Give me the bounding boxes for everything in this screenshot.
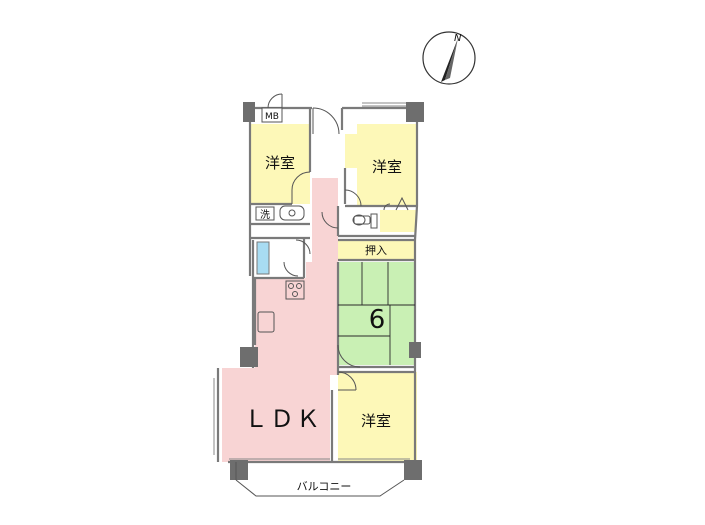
ldk-label: ＬＤＫ	[244, 405, 322, 433]
japanese-room-floor	[338, 262, 415, 365]
western-room-south-floor	[338, 372, 417, 462]
western-room-northeast-floor	[357, 124, 417, 206]
storage-small	[380, 210, 416, 232]
closet-label: 押入	[365, 243, 387, 257]
north-label: N	[454, 33, 462, 44]
western-room-northwest-label: 洋室	[265, 154, 295, 172]
ldk-floor	[222, 178, 338, 462]
columns	[230, 102, 424, 480]
western-room-south-label: 洋室	[361, 412, 391, 430]
stove	[285, 280, 305, 300]
japanese-room-size-label: 6	[369, 305, 386, 335]
toilet	[352, 213, 378, 229]
fixtures	[235, 205, 405, 497]
doors	[267, 93, 409, 391]
ne-closet-strip	[345, 134, 357, 168]
western-room-northeast-label: 洋室	[372, 158, 402, 176]
compass: N	[422, 31, 476, 85]
north-arrow-icon	[441, 38, 458, 82]
bathtub	[256, 241, 270, 275]
meter-box-label: MB	[265, 112, 279, 122]
western-room-northwest-floor	[250, 124, 310, 204]
tatami-lines	[338, 262, 415, 365]
entrance-corridor	[312, 106, 342, 178]
balcony-label: バルコニー	[297, 480, 352, 493]
windows	[213, 102, 410, 460]
washroom-label: 洗	[260, 209, 270, 221]
kitchen-sink	[257, 311, 275, 333]
closet-floor	[338, 240, 415, 260]
balcony-outline	[235, 479, 405, 497]
washbasin	[279, 205, 305, 221]
